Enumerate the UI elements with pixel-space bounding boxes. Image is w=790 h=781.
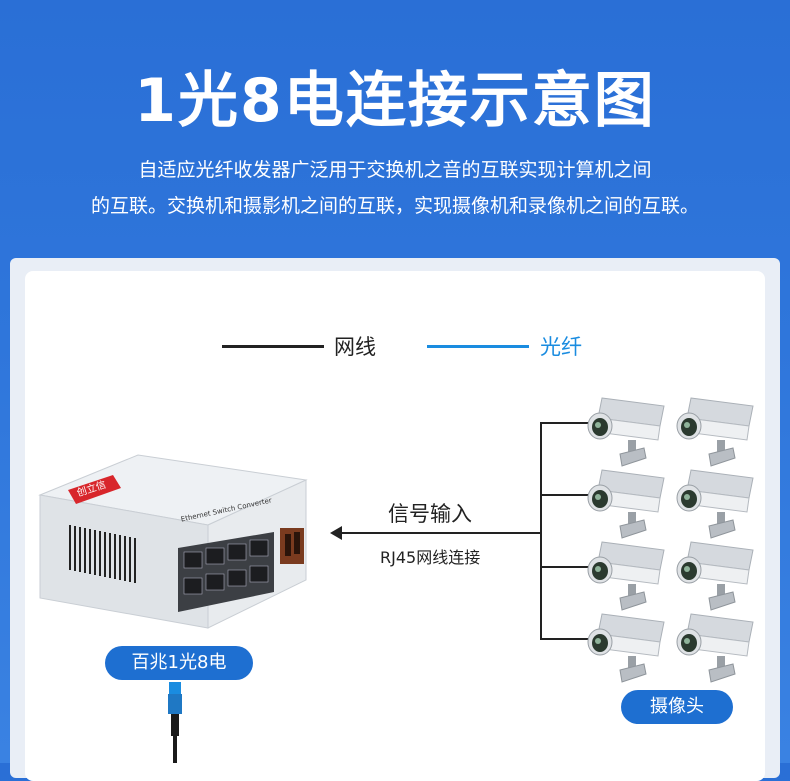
fiber-converter-device: 创立信 Ethernet Switch Converter	[38, 450, 308, 650]
fiber-cable-connector	[160, 680, 190, 763]
legend-network-cable-label: 网线	[334, 335, 376, 359]
page-description: 自适应光纤收发器广泛用于交换机之音的互联实现计算机之间 的互联。交换机和摄影机之…	[40, 152, 750, 224]
legend-fiber-label: 光纤	[540, 335, 582, 359]
device-badge: 百兆1光8电	[105, 646, 253, 680]
page-title: 1光8电连接示意图	[134, 66, 656, 136]
camera-branch-4	[540, 638, 588, 640]
fiber-connector-icon	[168, 682, 182, 763]
camera-branch-3	[540, 566, 588, 568]
camera-badge: 摄像头	[621, 690, 733, 724]
description-line-2: 的互联。交换机和摄影机之间的互联，实现摄像机和录像机之间的互联。	[90, 195, 699, 217]
camera-icon	[584, 468, 668, 542]
connection-arrow	[330, 526, 342, 540]
camera-branch-1	[540, 422, 588, 424]
camera-branch-2	[540, 494, 588, 496]
camera-icon	[673, 540, 757, 614]
signal-input-label: 信号输入	[388, 502, 472, 526]
rj45-cable-label: RJ45网线连接	[380, 548, 481, 567]
camera-icon	[673, 612, 757, 686]
connection-wire	[340, 532, 541, 534]
camera-icon	[673, 468, 757, 542]
description-line-1: 自适应光纤收发器广泛用于交换机之音的互联实现计算机之间	[138, 159, 652, 181]
camera-icon	[584, 540, 668, 614]
camera-icon	[584, 396, 668, 470]
camera-bus-vertical	[540, 422, 542, 640]
legend-network-cable-line	[222, 345, 324, 348]
legend-fiber-line	[427, 345, 529, 348]
converter-device-illustration	[38, 454, 308, 629]
camera-icon	[673, 396, 757, 470]
camera-icon	[584, 612, 668, 686]
